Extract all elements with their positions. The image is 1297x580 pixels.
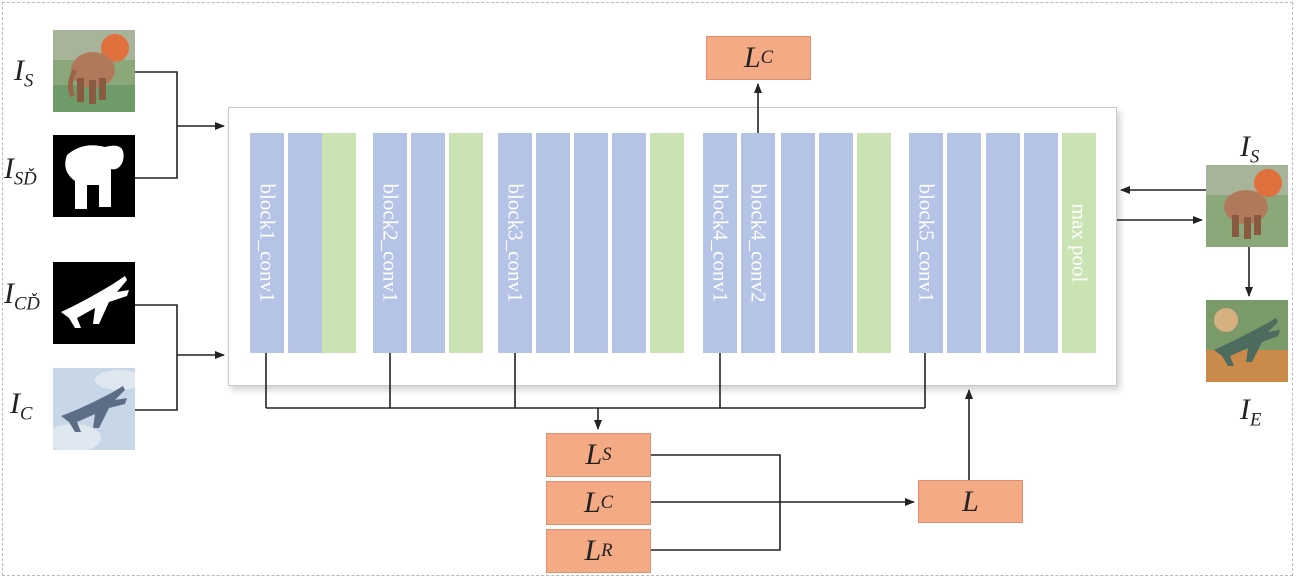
conv-layer-14	[781, 133, 815, 353]
style-mask-image	[53, 135, 135, 217]
conv-layer-7: block3_conv1	[498, 133, 532, 353]
content-mask-image	[53, 262, 135, 344]
conv-layer-18	[947, 133, 981, 353]
style-image	[53, 30, 135, 112]
conv-layer-17: block5_conv1	[909, 133, 943, 353]
output-style-symbol: IS	[1240, 130, 1260, 168]
conv-layer-1: block1_conv1	[250, 133, 284, 353]
conv-layer-15	[819, 133, 853, 353]
conv-layer-13: block4_conv2	[741, 133, 775, 353]
pool-layer-16	[857, 133, 891, 353]
pool-layer-21: max pool	[1062, 133, 1096, 353]
conv-layer-12: block4_conv1	[703, 133, 737, 353]
conv-layer-8	[536, 133, 570, 353]
result-symbol: IE	[1240, 393, 1262, 431]
content-image-symbol: IC	[10, 387, 33, 425]
content-inputs-bracket	[135, 304, 178, 411]
content-mask-symbol: ICĎ	[4, 277, 40, 315]
pool-layer-6	[449, 133, 483, 353]
conv-layer-20	[1024, 133, 1058, 353]
conv-layer-4: block2_conv1	[373, 133, 407, 353]
pool-layer-11	[650, 133, 684, 353]
result-image	[1206, 300, 1288, 382]
conv-layer-9	[574, 133, 608, 353]
conv-layer-2	[288, 133, 322, 353]
conv-layer-10	[612, 133, 646, 353]
style-image-symbol: IS	[14, 54, 34, 92]
pool-layer-3	[322, 133, 356, 353]
total-loss-box: L	[918, 480, 1023, 523]
style-mask-symbol: ISĎ	[4, 152, 37, 190]
content-image	[53, 368, 135, 450]
conv-layer-19	[986, 133, 1020, 353]
conv-layer-5	[411, 133, 445, 353]
generated-image	[1206, 165, 1288, 247]
style-inputs-bracket	[135, 71, 178, 179]
